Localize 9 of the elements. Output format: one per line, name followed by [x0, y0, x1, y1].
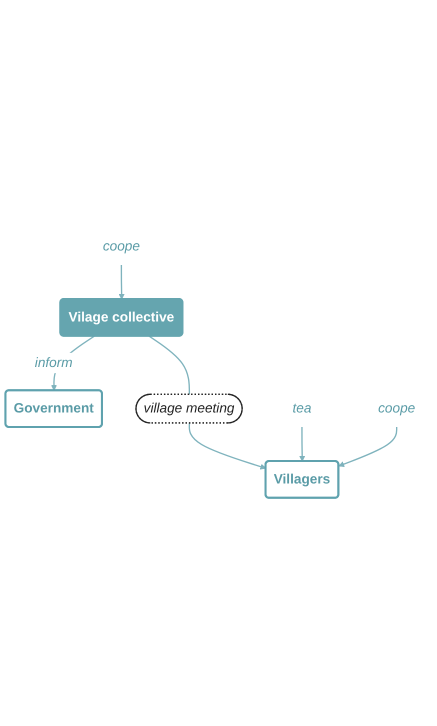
- node-text: coope: [378, 401, 416, 416]
- arrow: [299, 426, 306, 462]
- node-text: tea: [292, 401, 312, 416]
- arrow: [118, 264, 125, 300]
- node-text: coope: [102, 239, 140, 254]
- arrow: [188, 423, 266, 470]
- edge-label: inform: [34, 356, 73, 370]
- arrow: [338, 426, 398, 467]
- connector: [148, 336, 190, 395]
